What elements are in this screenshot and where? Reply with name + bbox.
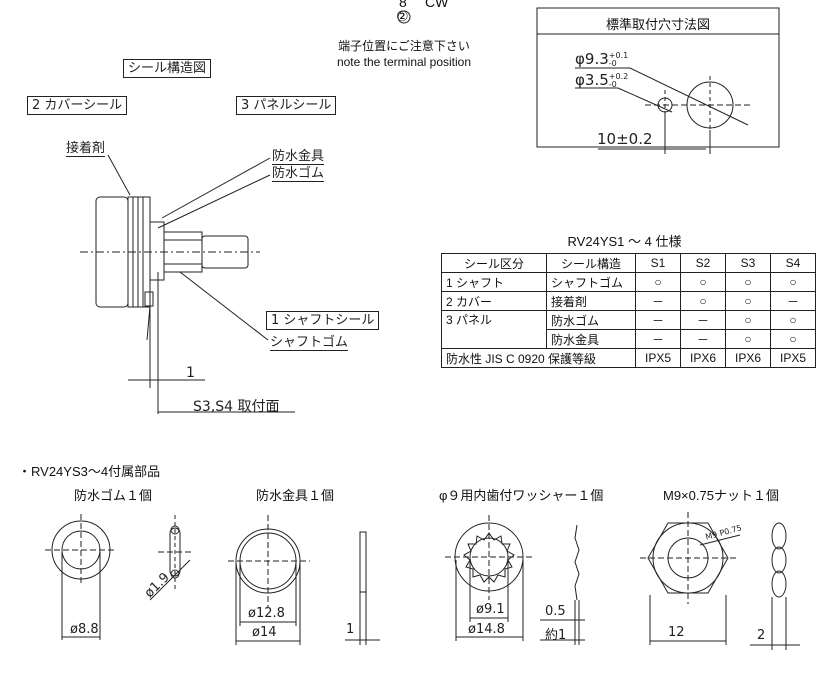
table-cell: 接着剤 [546,291,636,311]
metal-ring-thickness: 1 [346,622,355,637]
table-cell: IPX5 [770,348,816,368]
accessory-label: 防水金具１個 [256,488,335,503]
table-cell: ○ [725,310,771,330]
table-cell: － [635,310,681,330]
table-cell: － [680,329,726,349]
accessory-label: M9×0.75ナット１個 [663,488,779,503]
washer-outer-dia: ø14.8 [468,622,505,637]
metal-ring-drawing [228,515,380,645]
table-header-cell: S1 [635,253,681,273]
table-cell: 防水性 JIS C 0920 保護等級 [441,348,636,368]
table-row: 2 カバー 接着剤 － ○ ○ － [441,291,816,311]
table-cell: － [635,329,681,349]
rubber-ring-dia: ø8.8 [70,622,99,637]
adhesive-label: 接着剤 [66,137,106,157]
table-cell: ○ [770,272,816,292]
table-cell: ○ [770,310,816,330]
panel-seal-label: 3 パネルシール [236,96,337,115]
table-cell: 1 シャフト [441,272,547,292]
table-header-cell: S2 [680,253,726,273]
cover-seal-label: 2 カバーシール [27,96,128,115]
washer-overall: 約1 [545,628,567,643]
small-hole-dia: φ3.5+0.2-0 [575,71,629,89]
cw-label: CW [425,0,449,10]
waterproof-rubber-label: 防水ゴム [272,162,325,182]
potentiometer-section [80,154,295,414]
shaft-seal-label: 1 シャフトシール [266,311,380,330]
table-cell: ○ [635,272,681,292]
dimension-1-label: 1 [186,365,195,381]
table-cell: 防水金具 [546,329,636,349]
table-cell: ○ [680,272,726,292]
table-cell: ○ [725,291,771,311]
mount-cutout-box [536,7,780,154]
toothed-washer-drawing [445,515,585,645]
seal-diagram-title: シール構造図 [123,59,212,78]
table-row: 1 シャフト シャフトゴム ○ ○ ○ ○ [441,272,816,292]
spec-table-title: RV24YS1 ～ 4 仕様 [567,234,682,249]
spec-table: シール区分 シール構造 S1 S2 S3 S4 1 シャフト シャフトゴム ○ … [441,253,816,368]
terminal-symbol [397,10,411,24]
terminal-note-jp: 端子位置にご注意下さい [338,39,470,53]
mount-cutout-title: 標準取付穴寸法図 [605,17,710,32]
accessory-label: 防水ゴム１個 [74,488,153,503]
rubber-ring-drawing [45,514,192,640]
metal-ring-inner-dia: ø12.8 [248,606,285,621]
table-cell: IPX6 [725,348,771,368]
table-cell: － [680,310,726,330]
table-cell: － [770,291,816,311]
table-cell: － [635,291,681,311]
table-header-cell: S4 [770,253,816,273]
shaft-rubber-label: シャフトゴム [270,331,349,351]
washer-thickness: 0.5 [545,604,566,619]
table-cell: 防水ゴム [546,310,636,330]
accessory-label: φ９用内歯付ワッシャー１個 [439,488,604,503]
nut-width: 12 [668,625,685,640]
table-cell: ○ [680,291,726,311]
large-hole-dia: φ9.3+0.1-0 [575,50,629,68]
table-footer-row: 防水性 JIS C 0920 保護等級 IPX5 IPX6 IPX6 IPX5 [441,348,816,368]
table-cell: 2 カバー [441,291,547,311]
table-cell: IPX6 [680,348,726,368]
table-cell: シャフトゴム [546,272,636,292]
table-row: 3 パネル 防水ゴム － － ○ ○ [441,310,816,349]
table-row: 防水金具 － － ○ ○ [442,329,816,349]
table-header-row: シール区分 シール構造 S1 S2 S3 S4 [441,253,816,273]
nut-thickness: 2 [757,628,766,643]
table-cell: ○ [725,329,771,349]
table-header-cell: S3 [725,253,771,273]
table-header-cell: シール区分 [441,253,547,273]
terminal-note-en: note the terminal position [336,55,472,69]
table-cell: 3 パネル [441,310,547,349]
pin-number-label: 8 [399,0,407,10]
washer-inner-dia: ø9.1 [476,602,505,617]
table-cell: IPX5 [635,348,681,368]
waterproof-metal-label: 防水金具 [272,145,325,165]
hex-nut-drawing [640,512,800,650]
table-cell: ○ [725,272,771,292]
hole-spacing-label: 10±0.2 [597,130,653,148]
table-header-cell: シール構造 [546,253,636,273]
accessories-title: ・RV24YS3～4付属部品 [18,464,161,479]
metal-ring-outer-dia: ø14 [252,625,277,640]
mounting-surface-label: S3,S4 取付面 [193,399,280,415]
terminal-number-label: ② [396,8,409,24]
table-cell: ○ [770,329,816,349]
